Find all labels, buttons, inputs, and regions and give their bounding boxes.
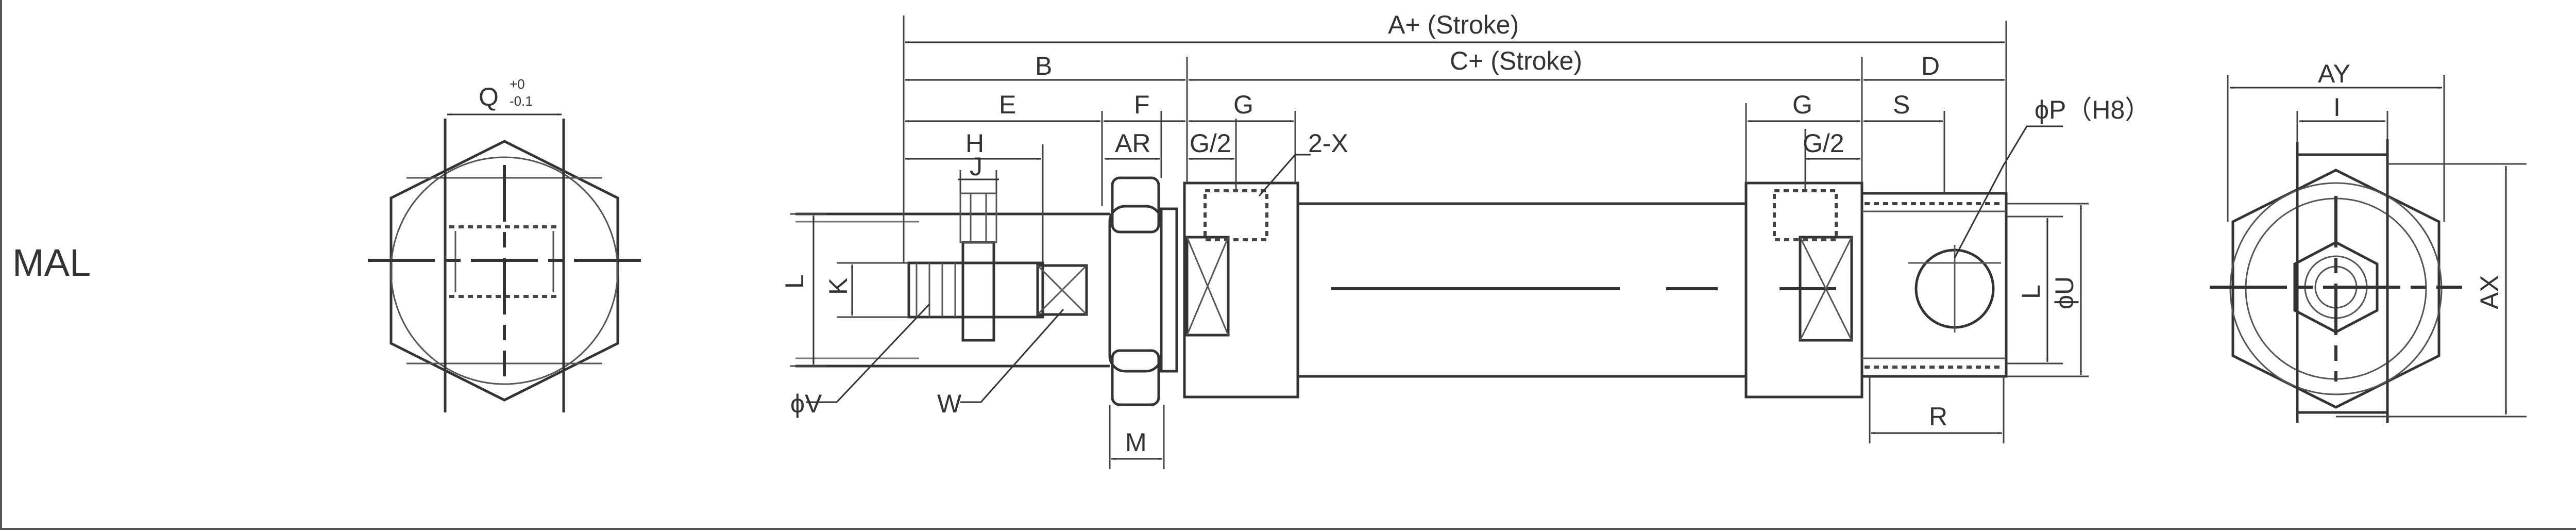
label-l-rear: L (2016, 285, 2045, 299)
label-i: I (2333, 93, 2341, 122)
label-s: S (1893, 90, 1910, 119)
front-cover (1183, 181, 1299, 399)
rear-port (1773, 189, 1838, 241)
label-2x: 2-X (1308, 129, 1348, 158)
rod-thread (907, 261, 1044, 319)
front-end-view: Q +0 -0.1 (368, 76, 643, 412)
rod-nut-top (959, 192, 997, 243)
label-ar: AR (1115, 129, 1150, 158)
label-q-tol-lower: -0.1 (510, 93, 533, 109)
label-q: Q (479, 82, 499, 111)
label-d: D (1921, 52, 1940, 80)
front-hex-outline (389, 140, 619, 402)
leader-2x (1258, 154, 1311, 196)
model-label: MAL (12, 241, 91, 284)
label-r: R (1929, 402, 1947, 431)
label-f: F (1134, 90, 1150, 119)
label-phi-u: ϕU (2050, 276, 2079, 309)
leader-phi-p (1954, 125, 2063, 258)
front-hex-inner-circle (390, 156, 619, 385)
label-b: B (1035, 52, 1052, 80)
front-port (1204, 189, 1268, 241)
label-phi-v: ϕV (790, 389, 822, 418)
leader-w (960, 309, 1064, 403)
label-k: K (824, 278, 853, 295)
label-e: E (999, 90, 1016, 119)
label-w: W (937, 389, 962, 418)
label-q-tol-upper: +0 (510, 76, 525, 92)
leader-phi-v (806, 303, 930, 403)
rear-clevis (1860, 192, 2008, 378)
label-ax: AX (2475, 275, 2504, 309)
label-g-front: G (1233, 90, 1253, 119)
label-h: H (965, 129, 984, 158)
label-m: M (1125, 428, 1147, 457)
label-l-front: L (780, 274, 809, 289)
label-phi-p: ϕP（H8） (2035, 95, 2150, 124)
rod-lock-nut (961, 241, 995, 342)
side-view: A+ (Stroke) B C+ (Stroke) D E F G G S H … (780, 10, 2150, 469)
label-a: A+ (Stroke) (1388, 10, 1519, 39)
rear-end-view: AY I AX (2210, 59, 2527, 423)
label-ay: AY (2318, 59, 2350, 88)
label-g2-rear: G/2 (1803, 129, 1844, 158)
label-c: C+ (Stroke) (1450, 46, 1582, 75)
rear-hex-outline (2231, 169, 2441, 409)
label-g-rear: G (1792, 90, 1812, 119)
label-j: J (970, 152, 982, 181)
label-g2-front: G/2 (1190, 129, 1231, 158)
rod-wrench-flat (1036, 264, 1088, 316)
